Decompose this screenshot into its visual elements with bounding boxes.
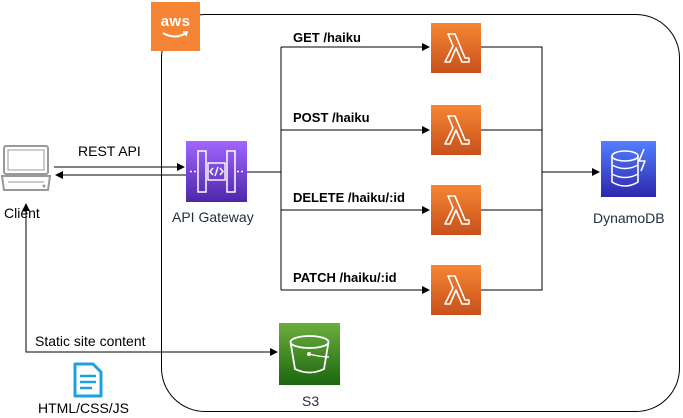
s3-label: S3 [302, 393, 320, 409]
document-icon [69, 362, 105, 398]
aws-smile-icon [162, 31, 189, 38]
route-delete-label: DELETE /haiku/:id [293, 190, 405, 205]
aws-logo: aws [151, 2, 200, 51]
route-patch-label: PATCH /haiku/:id [293, 270, 397, 285]
lambda-merge-line [480, 46, 543, 291]
lambda-patch-icon [431, 265, 481, 315]
lambda-delete-icon [431, 185, 481, 235]
aws-logo-text: aws [160, 13, 191, 30]
dynamodb-label: DynamoDB [593, 210, 665, 226]
static-content-label: Static site content [35, 333, 146, 349]
static-files-label: HTML/CSS/JS [38, 400, 130, 416]
api-gateway-icon [186, 141, 247, 202]
route-post-label: POST /haiku [293, 110, 370, 125]
s3-client-arrow [22, 203, 278, 356]
client-label: Client [4, 205, 40, 221]
lambda-post-icon [431, 105, 481, 155]
rest-api-label: REST API [78, 143, 141, 159]
route-get-label: GET /haiku [293, 30, 361, 45]
dynamodb-icon [601, 141, 656, 197]
lambda-get-icon [431, 23, 481, 73]
client-laptop-icon [0, 144, 52, 196]
api-gateway-label: API Gateway [172, 209, 254, 225]
s3-bucket-icon [279, 323, 340, 385]
